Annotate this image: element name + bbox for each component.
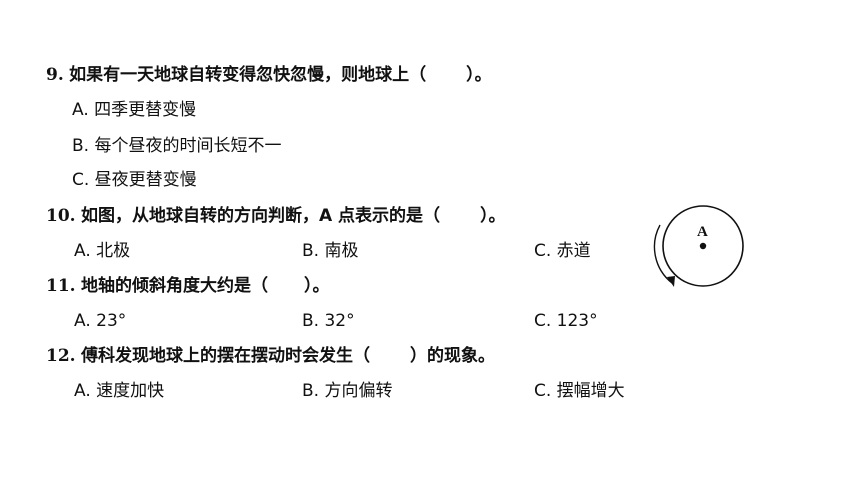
question-text-end: ）。	[480, 206, 506, 226]
earth-diagram: A	[653, 205, 744, 287]
question-text-end: ）。	[466, 65, 492, 85]
question-9-option-c[interactable]: C. 昼夜更替变慢	[72, 170, 197, 190]
rotation-arrowhead-icon	[667, 276, 675, 287]
question-10-option-b[interactable]: B. 南极	[302, 241, 359, 261]
question-11-stem: 11. 地轴的倾斜角度大约是（ ）。	[46, 275, 329, 297]
question-text: 如果有一天地球自转变得忽快忽慢，则地球上（	[69, 65, 427, 85]
earth-circle	[662, 205, 744, 287]
question-9-option-a[interactable]: A. 四季更替变慢	[72, 100, 197, 120]
question-10-stem: 10. 如图，从地球自转的方向判断，A 点表示的是（ ）。	[46, 205, 506, 227]
question-9-option-b[interactable]: B. 每个昼夜的时间长短不一	[72, 136, 282, 156]
question-number: 12.	[46, 346, 76, 366]
question-11-option-c[interactable]: C. 123°	[534, 311, 598, 331]
question-12-stem: 12. 傅科发现地球上的摆在摆动时会发生（ ）的现象。	[46, 345, 495, 367]
question-12-option-c[interactable]: C. 摆幅增大	[534, 381, 625, 401]
question-text-end: ）的现象。	[409, 346, 495, 366]
point-a-dot	[699, 242, 707, 250]
question-text: 地轴的倾斜角度大约是（	[80, 276, 268, 296]
question-text-end: ）。	[303, 276, 330, 296]
question-number: 10.	[46, 206, 76, 226]
question-11-option-b[interactable]: B. 32°	[302, 311, 355, 331]
point-a-label: A	[697, 224, 708, 240]
question-11-option-a[interactable]: A. 23°	[74, 311, 127, 331]
question-number: 9.	[46, 65, 64, 85]
question-10-option-c[interactable]: C. 赤道	[534, 241, 591, 261]
question-10-option-a[interactable]: A. 北极	[74, 241, 131, 261]
question-text: 如图，从地球自转的方向判断，A 点表示的是（	[80, 206, 441, 226]
earth-rotation-figure: A	[644, 203, 754, 295]
question-12-option-a[interactable]: A. 速度加快	[74, 381, 165, 401]
question-text: 傅科发现地球上的摆在摆动时会发生（	[80, 346, 370, 366]
rotation-arrow-icon	[653, 224, 673, 284]
question-9-stem: 9. 如果有一天地球自转变得忽快忽慢，则地球上（ ）。	[46, 64, 492, 86]
question-12-option-b[interactable]: B. 方向偏转	[302, 381, 393, 401]
question-number: 11.	[46, 276, 76, 296]
